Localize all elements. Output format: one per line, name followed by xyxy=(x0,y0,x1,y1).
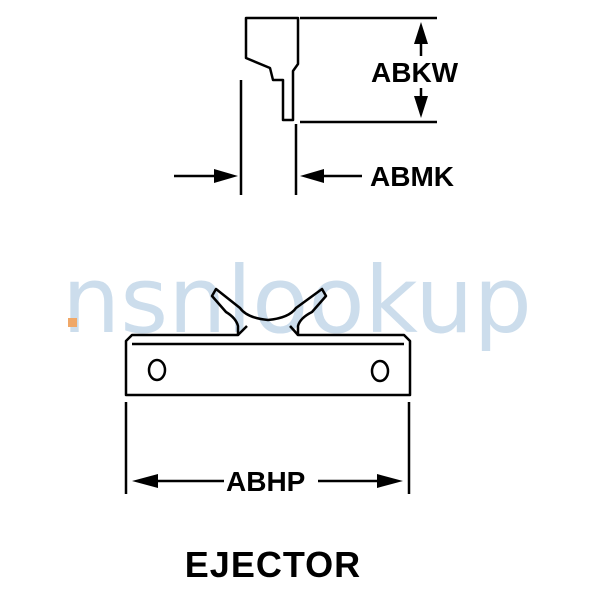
watermark: nsnlookup xyxy=(62,247,532,354)
thickness-dim-label: ABMK xyxy=(370,161,454,192)
thickness-dimension: ABMK xyxy=(174,161,454,192)
width-arrow-right xyxy=(377,474,403,488)
center-tab-right-bevel xyxy=(289,325,299,336)
part-caption: EJECTOR xyxy=(185,544,361,585)
height-arrow-down xyxy=(414,96,428,118)
width-dimension: ABHP xyxy=(132,466,403,497)
side-profile xyxy=(244,16,300,122)
thickness-arrow-left xyxy=(300,169,324,183)
right-mounting-hole xyxy=(370,359,390,383)
watermark-accent-dot xyxy=(68,318,77,327)
center-tab-left-bevel xyxy=(237,325,248,336)
ejector-body xyxy=(124,287,412,397)
watermark-text: nsnlookup xyxy=(62,247,532,354)
front-view xyxy=(124,287,412,494)
height-dimension: ABKW xyxy=(371,22,459,118)
side-view xyxy=(239,16,437,195)
height-arrow-up xyxy=(414,22,428,44)
thickness-arrow-right xyxy=(214,169,238,183)
width-dim-label: ABHP xyxy=(226,466,305,497)
height-dim-label: ABKW xyxy=(371,57,459,88)
width-arrow-left xyxy=(132,474,158,488)
left-mounting-hole xyxy=(147,358,167,382)
